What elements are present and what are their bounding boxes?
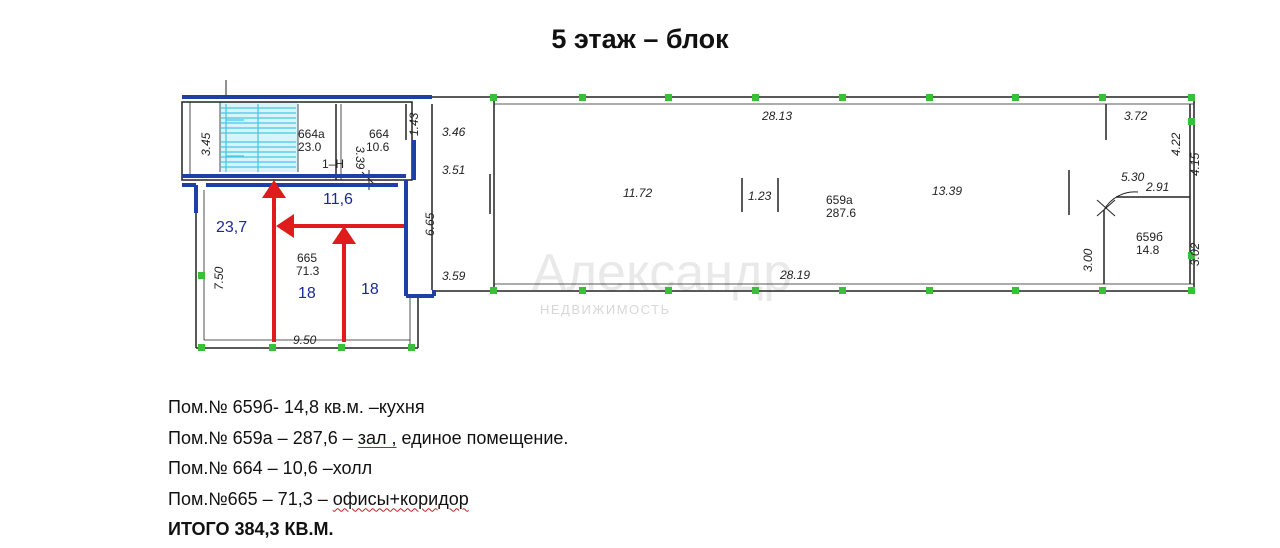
blue-walls bbox=[182, 95, 436, 298]
dim-372: 3.72 bbox=[1124, 109, 1148, 123]
annotation-11-6: 11,6 bbox=[323, 191, 353, 208]
room-665-area: 71.3 bbox=[296, 264, 320, 278]
room-664-area: 10.6 bbox=[366, 140, 390, 154]
room-664-number: 664 bbox=[369, 127, 389, 141]
room-664a-area: 23.0 bbox=[298, 140, 322, 154]
dim-665: 6.65 bbox=[423, 212, 437, 236]
legend-line-659b: Пом.№ 659б- 14,8 кв.м. –кухня bbox=[168, 397, 425, 417]
dim-339: 3.39 bbox=[353, 146, 367, 170]
room-659b-area: 14.8 bbox=[1136, 243, 1160, 257]
dim-422: 4.22 bbox=[1169, 132, 1183, 156]
legend-line-664: Пом.№ 664 – 10,6 –холл bbox=[168, 458, 373, 478]
dim-123: 1.23 bbox=[748, 189, 772, 203]
area-annotations: 11,6 23,7 18 18 bbox=[216, 191, 379, 302]
dim-750: 7.50 bbox=[212, 266, 226, 290]
watermark-sub: НЕДВИЖИМОСТЬ bbox=[540, 302, 671, 317]
dim-143: 1.43 bbox=[407, 112, 421, 136]
dim-2819: 28.19 bbox=[779, 268, 810, 282]
walls bbox=[181, 80, 1195, 349]
stairs bbox=[220, 102, 298, 172]
flow-arrows bbox=[262, 180, 404, 342]
dim-291: 2.91 bbox=[1145, 180, 1169, 194]
marker-label: 1–Н bbox=[322, 157, 344, 171]
legend-total: ИТОГО 384,3 КВ.М. bbox=[168, 519, 334, 539]
dim-346: 3.46 bbox=[442, 125, 466, 139]
room-659b-number: 659б bbox=[1136, 230, 1163, 244]
annotation-18-left: 18 bbox=[298, 285, 316, 302]
watermark-main: Александр bbox=[532, 244, 792, 302]
dim-345: 3.45 bbox=[199, 132, 213, 156]
room-659a-number: 659а bbox=[826, 193, 853, 207]
dim-2813: 28.13 bbox=[761, 109, 792, 123]
dim-300: 3.00 bbox=[1081, 248, 1095, 272]
annotation-18-right: 18 bbox=[361, 281, 379, 298]
legend-link-hall: зал , bbox=[357, 427, 397, 448]
room-665-number: 665 bbox=[297, 251, 317, 265]
legend-offices: офисы+коридор bbox=[332, 488, 469, 509]
dim-359: 3.59 bbox=[442, 269, 466, 283]
legend-line-659a: Пом.№ 659а – 287,6 – зал , единое помеще… bbox=[168, 427, 569, 448]
dimension-labels: 3.45 3.39 1.43 3.46 28.13 3.72 4.22 4.15… bbox=[199, 109, 1202, 347]
page-title: 5 этаж – блок bbox=[551, 24, 729, 54]
dim-351: 3.51 bbox=[442, 163, 465, 177]
watermark: Александр НЕДВИЖИМОСТЬ bbox=[532, 244, 792, 317]
dim-1339: 13.39 bbox=[932, 184, 962, 198]
dim-1172: 11.72 bbox=[623, 186, 652, 200]
annotation-23-7: 23,7 bbox=[216, 219, 247, 236]
dim-302: 3.02 bbox=[1188, 242, 1202, 266]
dim-415: 4.15 bbox=[1188, 152, 1202, 176]
room-labels: 664а 23.0 664 10.6 665 71.3 659а 287.6 6… bbox=[296, 127, 1163, 278]
dim-530: 5.30 bbox=[1121, 170, 1145, 184]
room-legend: Пом.№ 659б- 14,8 кв.м. –кухня Пом.№ 659а… bbox=[168, 392, 568, 545]
legend-line-665: Пом.№665 – 71,3 – офисы+коридор bbox=[168, 488, 469, 509]
room-659a-area: 287.6 bbox=[826, 206, 856, 220]
column-nodes bbox=[198, 94, 1195, 351]
dim-950: 9.50 bbox=[293, 333, 317, 347]
room-664a-number: 664а bbox=[298, 127, 325, 141]
